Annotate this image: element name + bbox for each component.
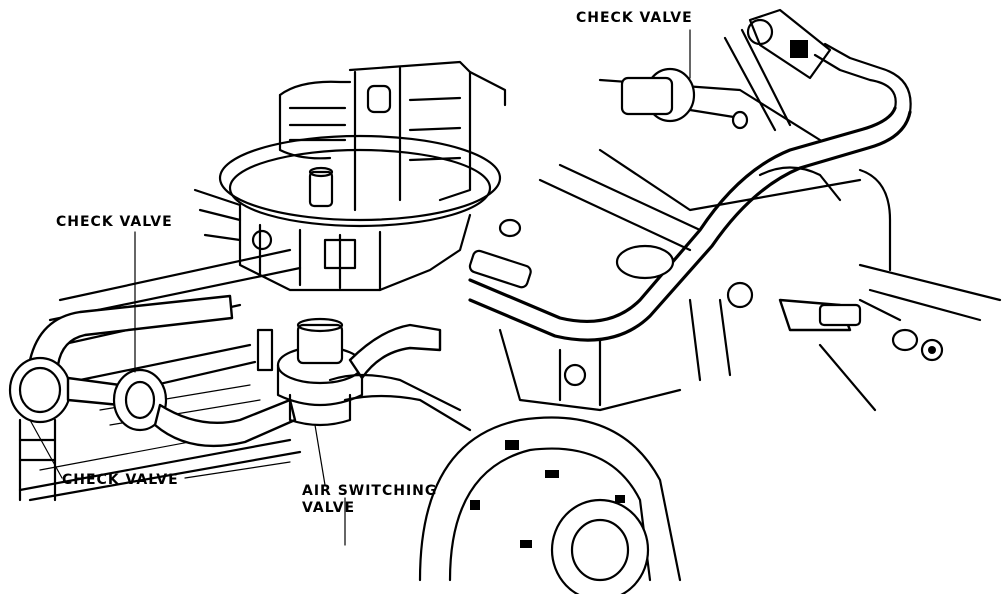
leader-lines — [29, 29, 691, 546]
engine-block — [498, 298, 732, 412]
right-air-fitting — [778, 263, 1002, 412]
left-air-manifold — [8, 294, 297, 502]
label-air-switching: AIR SWITCHING — [302, 483, 438, 499]
leader-bottom-check-valve — [29, 419, 63, 479]
top-right-check-valve — [723, 8, 832, 132]
label-valve: VALVE — [302, 500, 356, 516]
right-valve-cover — [538, 67, 892, 309]
leader-air-switching-valve — [314, 424, 326, 486]
air-switching-valve-body — [256, 317, 442, 427]
carburetor — [193, 60, 507, 292]
front-pulley — [328, 373, 682, 594]
label-check-valve-bottom: CHECK VALVE — [62, 472, 179, 488]
label-check-valve-top: CHECK VALVE — [576, 10, 693, 26]
leader-bottom-check-valve-line — [184, 461, 291, 479]
label-check-valve-left: CHECK VALVE — [56, 214, 173, 230]
